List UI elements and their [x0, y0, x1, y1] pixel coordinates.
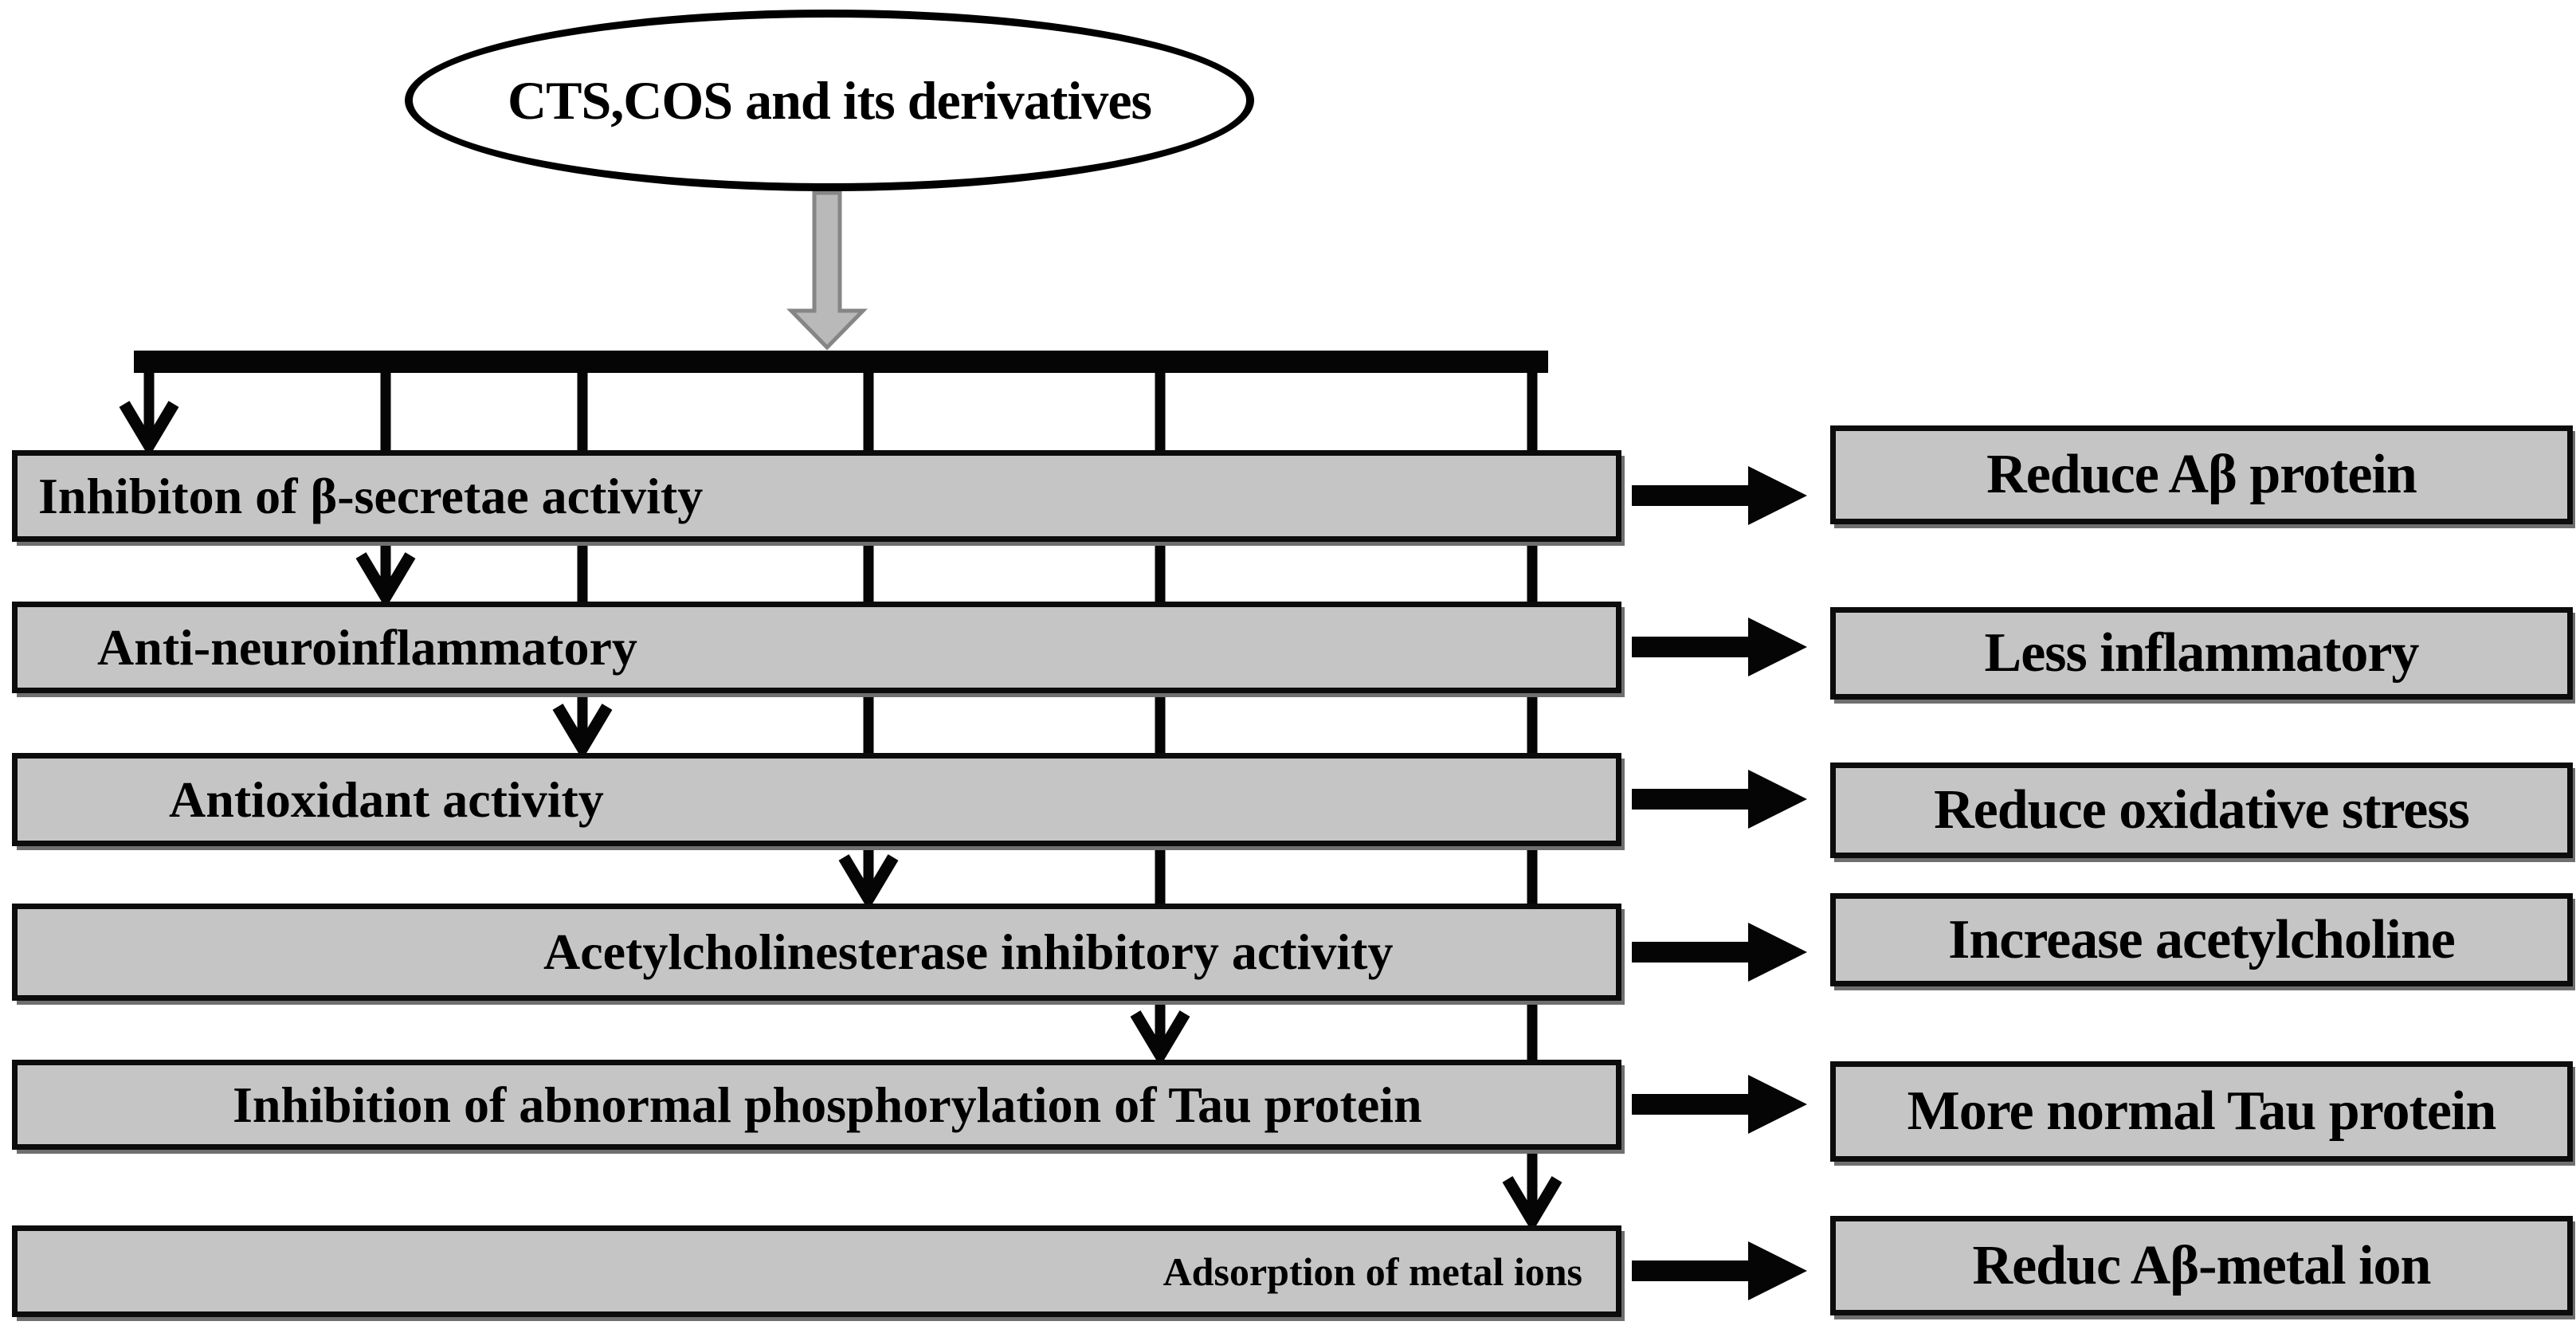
branch-arrowhead-2 — [355, 552, 416, 609]
result-arrow-head-3-icon — [1748, 770, 1807, 829]
mechanism-box-antioxidant: Antioxidant activity — [12, 753, 1621, 846]
result-arrow-head-4-icon — [1748, 923, 1807, 982]
result-arrow-shaft-6 — [1632, 1260, 1750, 1281]
outcome-label: More normal Tau protein — [1907, 1080, 2497, 1142]
outcome-box-abeta-metal: Reduc Aβ-metal ion — [1830, 1216, 2573, 1315]
source-node-ellipse: CTS,COS and its derivatives — [405, 10, 1254, 191]
outcome-box-oxidative-stress: Reduce oxidative stress — [1830, 763, 2573, 858]
mechanism-label: Adsorption of metal ions — [1163, 1249, 1582, 1294]
result-arrow-shaft-2 — [1632, 637, 1750, 657]
result-arrow-head-1-icon — [1748, 466, 1807, 525]
feed-arrow-icon — [786, 190, 868, 351]
result-arrow-shaft-4 — [1632, 942, 1750, 963]
branch-arrowhead-5 — [1130, 1010, 1190, 1067]
branch-arrowhead-4 — [838, 854, 899, 911]
mechanism-box-neuroinflammatory: Anti-neuroinflammatory — [12, 602, 1621, 693]
branch-arrowhead-6 — [1502, 1176, 1562, 1233]
mechanism-box-tau-phosphorylation: Inhibition of abnormal phosphorylation o… — [12, 1060, 1621, 1150]
mechanism-label: Inhibition of abnormal phosphorylation o… — [233, 1076, 1422, 1133]
outcome-label: Increase acetylcholine — [1948, 908, 2456, 970]
outcome-box-acetylcholine: Increase acetylcholine — [1830, 893, 2573, 986]
mechanism-box-acetylcholinesterase: Acetylcholinesterase inhibitory activity — [12, 904, 1621, 1001]
outcome-box-tau-protein: More normal Tau protein — [1830, 1061, 2573, 1162]
mechanism-label: Anti-neuroinflammatory — [97, 618, 637, 676]
distribution-bar — [134, 351, 1548, 373]
branch-arrowhead-3 — [552, 704, 613, 760]
outcome-label: Reduce oxidative stress — [1934, 779, 2470, 841]
result-arrow-head-5-icon — [1748, 1075, 1807, 1134]
outcome-label: Reduc Aβ-metal ion — [1972, 1234, 2432, 1296]
mechanism-box-beta-secretase: Inhibiton of β-secretae activity — [12, 450, 1621, 542]
result-arrow-head-2-icon — [1748, 617, 1807, 676]
result-arrow-shaft-5 — [1632, 1094, 1750, 1115]
outcome-label: Reduce Aβ protein — [1986, 444, 2417, 505]
result-arrow-shaft-1 — [1632, 485, 1750, 506]
mechanism-label: Inhibiton of β-secretae activity — [38, 467, 704, 524]
mechanism-box-metal-ions: Adsorption of metal ions — [12, 1225, 1621, 1317]
outcome-label: Less inflammatory — [1984, 622, 2420, 684]
mechanism-label: Acetylcholinesterase inhibitory activity — [543, 923, 1394, 980]
source-node-label: CTS,COS and its derivatives — [508, 69, 1152, 131]
branch-arrowhead-1 — [119, 401, 179, 457]
mechanism-label: Antioxidant activity — [169, 770, 604, 828]
result-arrow-shaft-3 — [1632, 789, 1750, 810]
result-arrow-head-6-icon — [1748, 1241, 1807, 1300]
outcome-box-abeta: Reduce Aβ protein — [1830, 425, 2573, 524]
outcome-box-inflammatory: Less inflammatory — [1830, 607, 2573, 700]
